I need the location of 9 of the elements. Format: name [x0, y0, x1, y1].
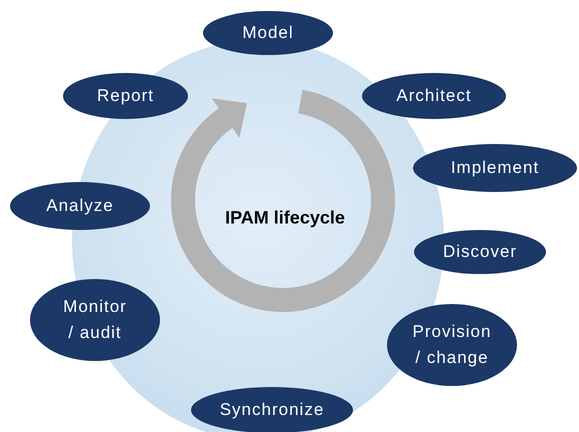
stage-ellipse: Provision / change — [387, 304, 517, 386]
stage-ellipse: Analyze — [10, 182, 150, 230]
stage-ellipse: Monitor / audit — [30, 279, 160, 361]
stage-ellipse: Implement — [413, 144, 577, 192]
center-title: IPAM lifecycle — [225, 208, 345, 228]
stage-ellipse: Model — [203, 11, 333, 55]
stage-ellipse: Discover — [414, 230, 546, 274]
stage-ellipse: Architect — [362, 73, 506, 119]
stage-ellipse: Report — [63, 73, 188, 119]
